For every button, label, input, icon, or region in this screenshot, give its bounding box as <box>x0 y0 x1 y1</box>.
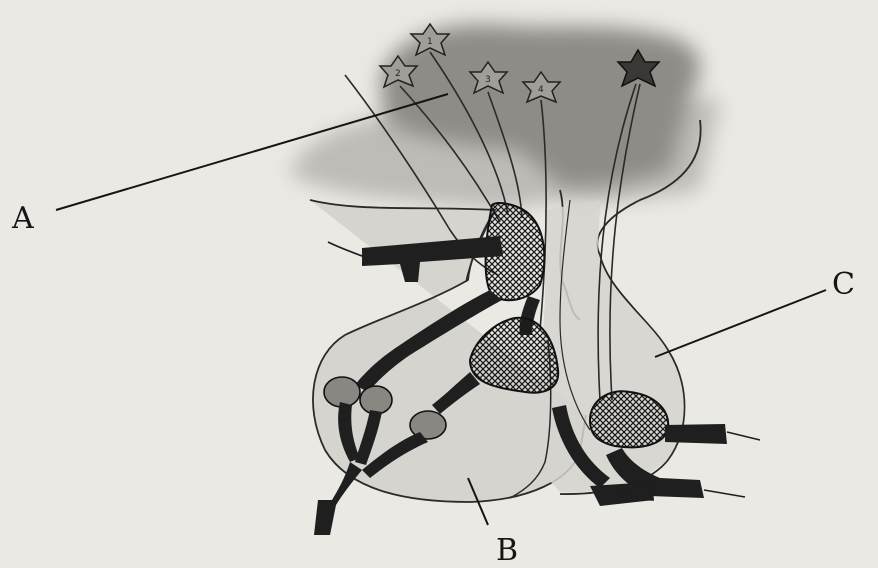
neuron-number-4: 4 <box>538 85 544 95</box>
neuron-number-1: 1 <box>427 37 433 47</box>
label-a: A <box>11 201 34 236</box>
neuron-number-2: 2 <box>395 69 401 79</box>
neuron-number-3: 3 <box>485 75 491 85</box>
label-c: C <box>832 267 855 302</box>
label-b: B <box>496 533 518 568</box>
